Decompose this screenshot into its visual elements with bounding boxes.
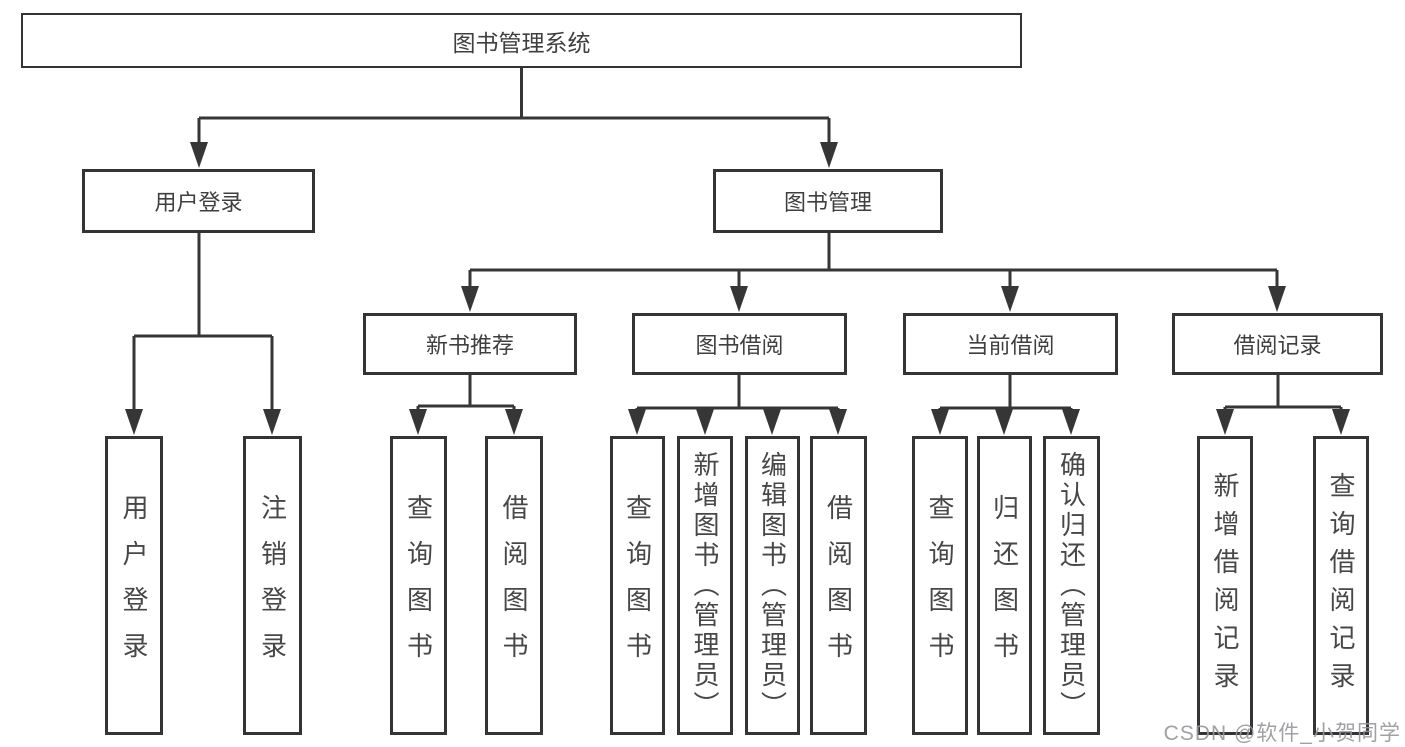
- leaf-borrow-books: 借阅图书: [810, 436, 867, 735]
- node-label: 图书管理系统: [452, 29, 591, 56]
- node-label: 借阅图书: [499, 493, 529, 678]
- node-label: 新增借阅记录: [1210, 471, 1240, 700]
- node-label: 借阅记录: [1233, 333, 1322, 358]
- node-label: 查询图书: [403, 493, 434, 678]
- node-label: 用户登录: [119, 493, 149, 678]
- node-label: 查询图书: [622, 493, 653, 678]
- leaf-query-books-recommend: 查询图书: [390, 436, 447, 735]
- node-label: 归还图书: [989, 493, 1020, 678]
- node-library-management-system: 图书管理系统: [21, 13, 1022, 68]
- leaf-query-books-current: 查询图书: [912, 436, 968, 735]
- leaf-add-books-admin: 新增图书（管理员）: [677, 436, 733, 735]
- node-label: 新书推荐: [425, 333, 514, 358]
- node-label: 图书借阅: [695, 333, 784, 358]
- leaf-add-borrow-record: 新增借阅记录: [1197, 436, 1253, 735]
- leaf-borrow-books-recommend: 借阅图书: [485, 436, 543, 735]
- node-label: 当前借阅: [966, 333, 1055, 358]
- node-user-login-group: 用户登录: [82, 169, 315, 233]
- node-book-borrowing: 图书借阅: [632, 313, 847, 375]
- csdn-watermark: CSDN @软件_小贺同学: [1163, 722, 1401, 745]
- leaf-edit-books-admin: 编辑图书（管理员）: [745, 436, 800, 735]
- node-label: 确认归还（管理员）: [1056, 450, 1087, 721]
- leaf-query-borrow-record: 查询借阅记录: [1313, 436, 1369, 735]
- node-label: 查询借阅记录: [1326, 471, 1356, 700]
- node-label: 新增图书（管理员）: [690, 450, 720, 721]
- node-new-book-recommendation: 新书推荐: [363, 313, 577, 375]
- leaf-query-books-borrowing: 查询图书: [610, 436, 665, 735]
- node-label: 编辑图书（管理员）: [757, 450, 788, 721]
- leaf-return-books: 归还图书: [977, 436, 1032, 735]
- node-label: 注销登录: [257, 493, 288, 678]
- node-label: 借阅图书: [823, 493, 854, 678]
- node-label: 用户登录: [154, 190, 243, 215]
- node-borrowing-records: 借阅记录: [1172, 313, 1383, 375]
- node-book-management: 图书管理: [713, 169, 943, 233]
- node-label: 查询图书: [925, 493, 955, 678]
- node-label: 图书管理: [783, 190, 872, 215]
- leaf-logout: 注销登录: [243, 436, 302, 735]
- leaf-confirm-return-admin: 确认归还（管理员）: [1043, 436, 1100, 735]
- node-current-borrowing: 当前借阅: [903, 313, 1118, 375]
- leaf-user-login: 用户登录: [105, 436, 163, 735]
